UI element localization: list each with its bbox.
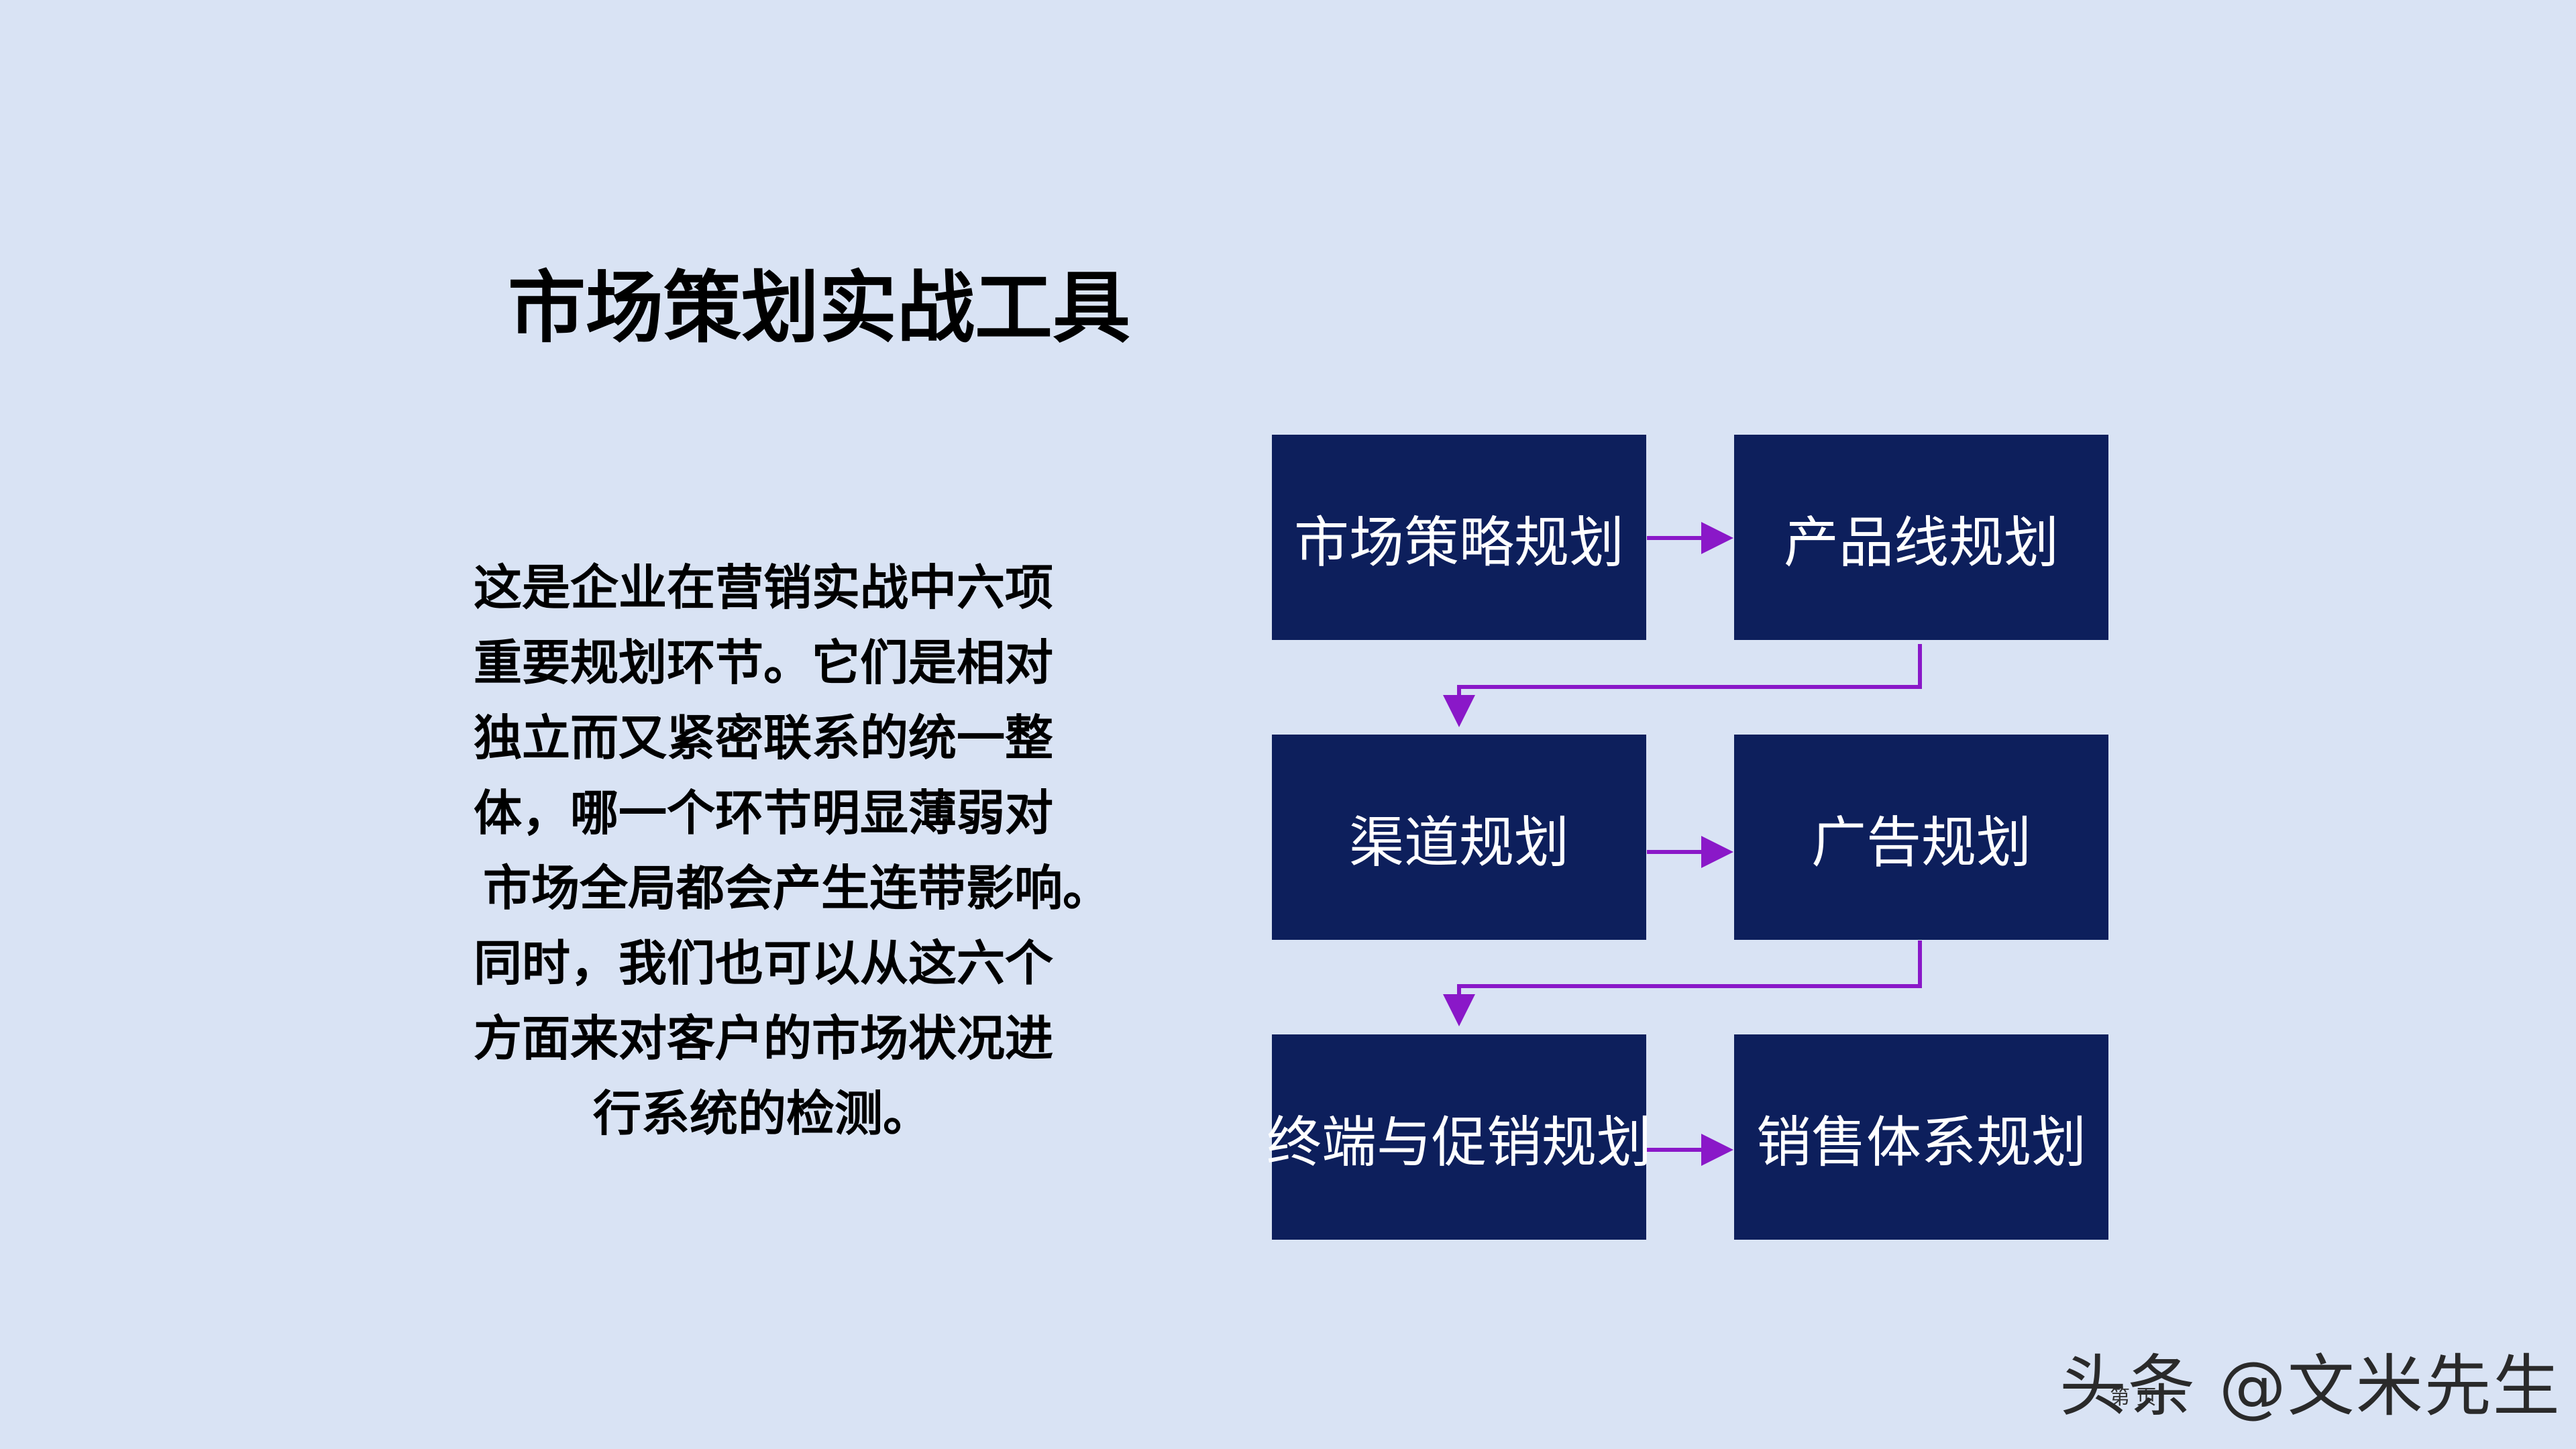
- body-line: 同时，我们也可以从这六个: [474, 935, 1054, 991]
- flow-box-label: 市场策略规划: [1293, 511, 1624, 575]
- flow-box-sales-system: 销售体系规划: [1734, 1034, 2108, 1240]
- flow-box-label: 终端与促销规划: [1267, 1110, 1652, 1175]
- arrow-product-to-channel: [1443, 644, 1922, 727]
- flow-box-channel: 渠道规划: [1272, 735, 1646, 940]
- slide-title: 市场策划实战工具: [508, 263, 1130, 354]
- body-line: 行系统的检测。: [592, 1085, 931, 1142]
- page-number-note: 第 页: [2110, 1386, 2157, 1409]
- body-paragraph: 这是企业在营销实战中六项 重要规划环节。它们是相对 独立而又紧密联系的统一整 体…: [474, 550, 1112, 1151]
- flow-box-label: 广告规划: [1811, 810, 2031, 875]
- body-line: 方面来对客户的市场状况进: [474, 1010, 1054, 1067]
- arrow-advertising-to-terminal: [1443, 941, 1922, 1026]
- flow-box-label: 销售体系规划: [1756, 1110, 2086, 1175]
- flow-box-market-strategy: 市场策略规划: [1272, 435, 1646, 640]
- flow-box-advertising: 广告规划: [1734, 735, 2108, 940]
- flow-box-label: 产品线规划: [1783, 511, 2059, 575]
- flow-box-terminal-promotion: 终端与促销规划: [1267, 1034, 1652, 1240]
- body-line: 这是企业在营销实战中六项: [474, 559, 1054, 616]
- watermark: 头条 @文米先生: [2059, 1347, 2561, 1426]
- flow-box-product-line: 产品线规划: [1734, 435, 2108, 640]
- body-line: 独立而又紧密联系的统一整: [474, 710, 1054, 766]
- body-line: 市场全局都会产生连带影响。: [483, 860, 1112, 916]
- flow-box-label: 渠道规划: [1348, 810, 1569, 875]
- body-line: 重要规划环节。它们是相对: [474, 635, 1054, 691]
- body-line: 体，哪一个环节明显薄弱对: [474, 785, 1054, 841]
